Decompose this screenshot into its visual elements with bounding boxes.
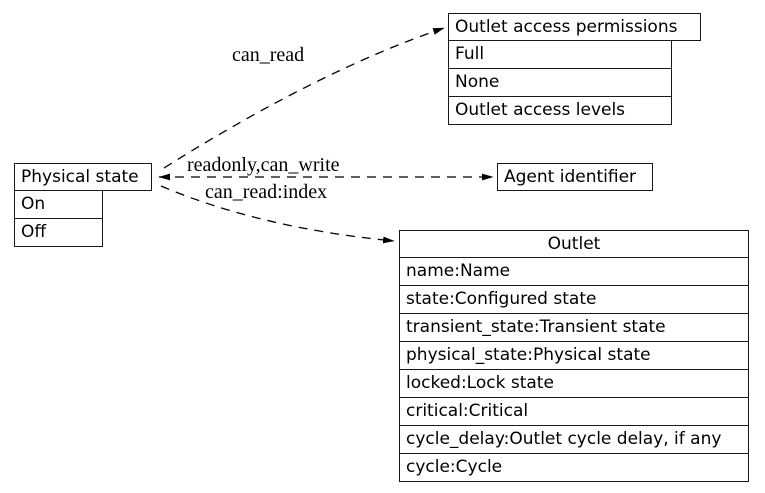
row-cell: Full bbox=[448, 40, 672, 69]
row-cell: state:Configured state bbox=[399, 285, 749, 314]
edge-can-read bbox=[163, 27, 445, 169]
row-cell: cycle:Cycle bbox=[399, 453, 749, 482]
row-cell: None bbox=[448, 68, 672, 97]
edge-label-readonly-can-write: readonly,can_write bbox=[187, 154, 340, 176]
row-cell: locked:Lock state bbox=[399, 369, 749, 398]
row-cell: transient_state:Transient state bbox=[399, 313, 749, 342]
edge-label-can-read: can_read bbox=[232, 44, 305, 66]
node-agent-identifier-title: Agent identifier bbox=[497, 163, 653, 191]
edge-can-read-index bbox=[160, 185, 395, 244]
node-outlet-title: Outlet bbox=[399, 230, 749, 258]
node-physical-state-title: Physical state bbox=[14, 163, 152, 191]
node-outlet-access-permissions-title: Outlet access permissions bbox=[448, 13, 701, 41]
edge-label-can-read-index: can_read:index bbox=[205, 181, 328, 203]
row-cell: cycle_delay:Outlet cycle delay, if any bbox=[399, 425, 749, 454]
row-cell: Outlet access levels bbox=[448, 96, 672, 125]
row-cell: On bbox=[14, 190, 103, 219]
row-cell: Off bbox=[14, 218, 103, 247]
row-cell: physical_state:Physical state bbox=[399, 341, 749, 370]
row-cell: critical:Critical bbox=[399, 397, 749, 426]
row-cell: name:Name bbox=[399, 257, 749, 286]
